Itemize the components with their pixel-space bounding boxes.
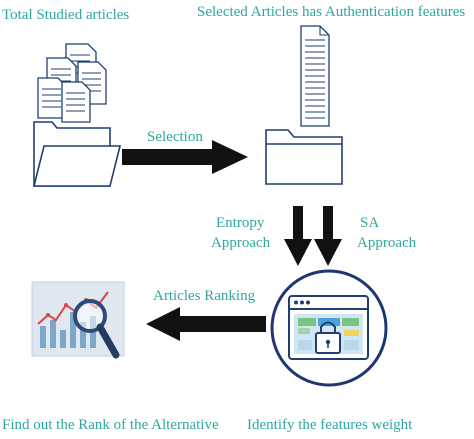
selection-arrow bbox=[122, 140, 248, 174]
document-sheet bbox=[61, 81, 91, 123]
long-document-icon bbox=[300, 25, 330, 127]
label-articles-ranking: Articles Ranking bbox=[153, 288, 256, 304]
documents-stack-icon bbox=[37, 43, 107, 123]
chart-magnifier-icon bbox=[31, 281, 125, 359]
label-selected-articles: Selected Articles has Authentication fea… bbox=[197, 4, 466, 20]
label-entropy: Entropy bbox=[216, 215, 265, 231]
label-sa: SA bbox=[360, 215, 380, 231]
label-entropy-approach: Approach bbox=[211, 235, 271, 251]
ranking-arrow bbox=[146, 307, 266, 341]
label-selection: Selection bbox=[147, 129, 203, 145]
label-identify-weight: Identify the features weight bbox=[247, 417, 413, 433]
open-folder-icon bbox=[32, 121, 122, 187]
label-sa-approach: Approach bbox=[357, 235, 417, 251]
label-find-rank: Find out the Rank of the Alternative bbox=[2, 417, 219, 433]
entropy-down-arrow bbox=[284, 206, 312, 266]
sa-down-arrow bbox=[314, 206, 342, 266]
label-total-studied-articles: Total Studied articles bbox=[2, 7, 130, 23]
browser-lock-icon bbox=[270, 269, 388, 387]
folder-icon bbox=[265, 129, 343, 185]
